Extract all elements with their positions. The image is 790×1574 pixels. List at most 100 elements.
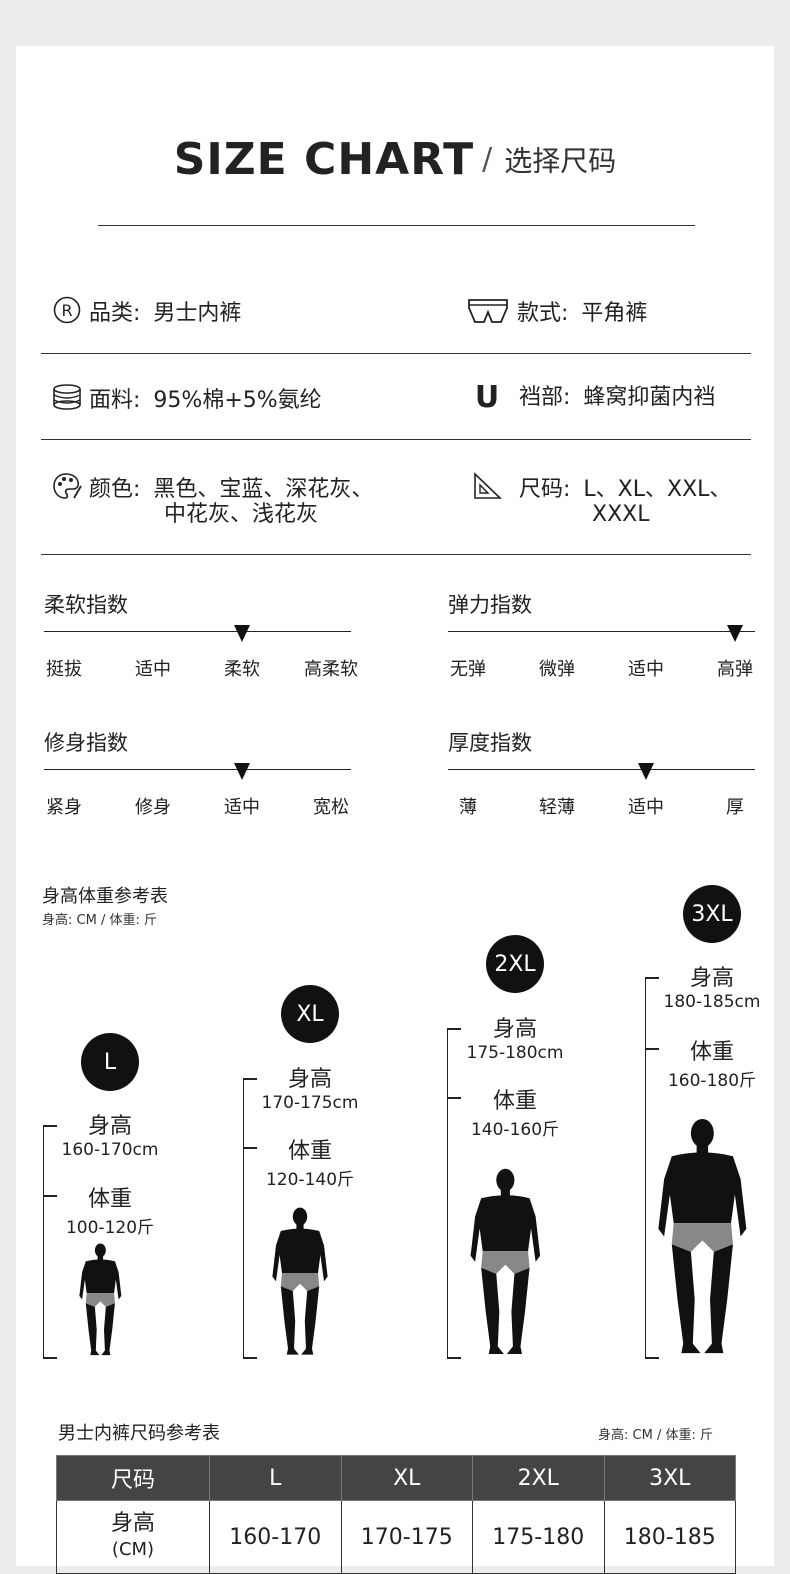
index-level-label: 无弹	[450, 659, 486, 680]
th-3xl: 3XL	[603, 1455, 736, 1501]
palette-icon	[52, 472, 82, 508]
weight-label: 体重	[87, 1187, 132, 1212]
index-marker	[234, 763, 250, 780]
table-units: 身高: CM / 体重: 斤	[598, 1428, 713, 1443]
spec-divider-3	[41, 554, 751, 555]
index-scale-line	[448, 769, 755, 770]
bracket-tick-mid	[43, 1195, 57, 1197]
weight-value: 120-140斤	[265, 1170, 355, 1190]
weight-value: 100-120斤	[65, 1218, 155, 1238]
height-label: 身高	[287, 1067, 332, 1092]
size-chart-card	[16, 46, 774, 1566]
weight-label: 体重	[492, 1089, 537, 1114]
spec-size-value-2: XXXL	[592, 502, 650, 527]
bracket-tick-top	[243, 1078, 257, 1080]
bracket-tick-bottom	[645, 1357, 659, 1359]
model-silhouette	[658, 1118, 746, 1354]
spec-color-value-1: 黑色、宝蓝、深花灰、	[153, 477, 374, 502]
bracket-tick-mid	[243, 1147, 257, 1149]
title-divider	[98, 225, 695, 226]
height-value: 175-180cm	[466, 1043, 564, 1063]
bracket-tick-bottom	[43, 1357, 57, 1359]
size-badge: 3XL	[683, 885, 741, 943]
boxer-icon	[466, 296, 510, 332]
index-level-label: 适中	[224, 797, 260, 818]
title-en: SIZE CHART	[173, 134, 475, 185]
height-bracket	[645, 977, 646, 1357]
model-silhouette	[272, 1207, 328, 1355]
index-level-label: 适中	[135, 659, 171, 680]
table-row: 身高(CM) 160-170 170-175 175-180 180-185	[56, 1500, 736, 1574]
index-level-label: 挺拔	[46, 659, 82, 680]
height-bracket	[243, 1078, 244, 1357]
height-label: 身高	[87, 1114, 132, 1139]
spec-crotch: U 裆部: 蜂窝抑菌内裆	[472, 380, 716, 415]
height-bracket	[43, 1125, 44, 1357]
title-slash: /	[482, 142, 493, 177]
th-2xl: 2XL	[472, 1455, 605, 1501]
index-level-label: 柔软	[224, 659, 260, 680]
index-title: 柔软指数	[44, 593, 128, 617]
spec-category-value: 男士内裤	[153, 301, 242, 326]
weight-label: 体重	[689, 1040, 734, 1065]
size-badge: L	[81, 1033, 139, 1091]
bracket-tick-bottom	[447, 1357, 461, 1359]
spec-size-label: 尺码:	[519, 477, 571, 502]
spec-crotch-value: 蜂窝抑菌内裆	[583, 385, 716, 410]
index-marker	[638, 763, 654, 780]
weight-value: 160-180斤	[667, 1071, 757, 1091]
index-level-label: 高弹	[717, 659, 753, 680]
model-silhouette	[79, 1243, 121, 1356]
height-label: 身高	[689, 966, 734, 991]
index-scale-line	[448, 631, 755, 632]
size-badge: XL	[281, 985, 339, 1043]
index-level-label: 修身	[135, 797, 171, 818]
spec-color-label: 颜色:	[89, 477, 141, 502]
table-cell: 170-175	[340, 1500, 473, 1574]
height-value: 180-185cm	[663, 992, 761, 1012]
height-value: 160-170cm	[61, 1140, 159, 1160]
table-cell: 180-185	[603, 1500, 736, 1574]
index-level-label: 薄	[459, 797, 477, 818]
bracket-tick-top	[43, 1125, 57, 1127]
index-title: 厚度指数	[448, 731, 532, 755]
height-label: 身高	[492, 1017, 537, 1042]
weight-value: 140-160斤	[470, 1120, 560, 1140]
size-badge: 2XL	[486, 935, 544, 993]
index-level-label: 厚	[726, 797, 744, 818]
index-level-label: 轻薄	[539, 797, 575, 818]
spec-size-value-1: L、XL、XXL、	[583, 477, 732, 502]
spec-divider-1	[41, 353, 751, 354]
spec-divider-2	[41, 439, 751, 440]
bracket-tick-bottom	[243, 1357, 257, 1359]
spec-fabric-label: 面料:	[89, 388, 141, 413]
triangle-ruler-icon	[472, 472, 502, 508]
spec-size: 尺码: L、XL、XXL、	[472, 472, 731, 508]
crotch-u-icon: U	[474, 380, 500, 415]
page-title: SIZE CHART/选择尺码	[0, 134, 790, 185]
spec-category-label: 品类:	[89, 301, 141, 326]
index-marker	[727, 625, 743, 642]
spec-color: 颜色: 黑色、宝蓝、深花灰、	[52, 472, 373, 508]
table-cell: 160-170	[209, 1500, 342, 1574]
index-level-label: 紧身	[46, 797, 82, 818]
index-marker	[234, 625, 250, 642]
size-table: 尺码 L XL 2XL 3XL 身高(CM) 160-170 170-175 1…	[56, 1455, 736, 1574]
row-height-label: 身高(CM)	[56, 1500, 210, 1574]
spec-fabric-value: 95%棉+5%氨纶	[153, 388, 322, 413]
bracket-tick-mid	[645, 1048, 659, 1050]
table-cell: 175-180	[472, 1500, 605, 1574]
index-scale-line	[44, 631, 351, 632]
th-xl: XL	[340, 1455, 473, 1501]
svg-text:R: R	[61, 301, 72, 320]
fabric-roll-icon	[52, 384, 82, 418]
size-table-header: 尺码 L XL 2XL 3XL	[56, 1455, 736, 1501]
bracket-tick-mid	[447, 1097, 461, 1099]
body-ref-title: 身高体重参考表	[42, 886, 168, 907]
bracket-tick-top	[645, 977, 659, 979]
spec-category: R 品类: 男士内裤	[52, 296, 241, 332]
spec-crotch-label: 裆部:	[519, 385, 571, 410]
th-size: 尺码	[56, 1455, 210, 1501]
index-title: 修身指数	[44, 731, 128, 755]
index-level-label: 适中	[628, 797, 664, 818]
